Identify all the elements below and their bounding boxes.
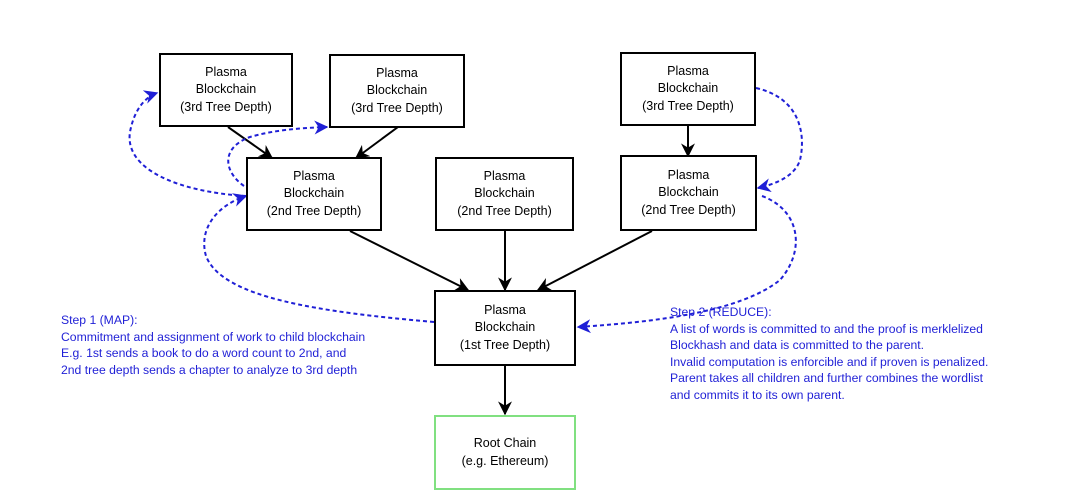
node-label-line: (2nd Tree Depth): [457, 203, 552, 218]
node-label-line: (e.g. Ethereum): [461, 453, 549, 468]
reduce-step-line: Blockhash and data is committed to the p…: [670, 338, 925, 353]
node-3rd-depth-right: Plasma Blockchain (3rd Tree Depth): [620, 52, 756, 126]
node-label-line: Blockchain: [366, 83, 428, 98]
node-2nd-depth-left: Plasma Blockchain (2nd Tree Depth): [246, 157, 382, 231]
flow-arrows: [128, 87, 803, 334]
node-label-line: (3rd Tree Depth): [642, 98, 734, 113]
node-label-line: (2nd Tree Depth): [641, 202, 736, 217]
node-label-line: Blockchain: [474, 320, 536, 335]
arrow-d2left-to-d1: [349, 230, 470, 291]
node-3rd-depth-left: Plasma Blockchain (3rd Tree Depth): [159, 53, 293, 127]
map-step-title: Step 1 (MAP):: [61, 313, 138, 327]
node-label-line: (1st Tree Depth): [459, 337, 551, 352]
node-label-line: (2nd Tree Depth): [266, 203, 362, 218]
node-label-line: Blockchain: [658, 185, 719, 200]
reduce-arrow-d3right-to-d2right: [755, 87, 803, 193]
map-step-line: 2nd tree depth sends a chapter to analyz…: [61, 362, 358, 377]
node-2nd-depth-middle: Plasma Blockchain (2nd Tree Depth): [435, 157, 574, 231]
map-step-note: Step 1 (MAP): Commitment and assignment …: [61, 312, 365, 378]
node-root-chain: Root Chain (e.g. Ethereum): [434, 415, 576, 490]
tree-arrows: [227, 126, 695, 416]
node-label-line: Plasma: [205, 65, 247, 80]
node-label-line: Plasma: [376, 66, 418, 81]
arrow-d3mid-to-d2left: [354, 126, 399, 159]
node-label-line: Blockchain: [474, 186, 535, 201]
map-step-line: E.g. 1st sends a book to do a word count…: [61, 346, 347, 361]
node-label-line: Plasma: [667, 64, 709, 79]
node-label-line: Root Chain: [473, 436, 537, 451]
node-label-line: (3rd Tree Depth): [180, 99, 272, 114]
node-label-line: Blockchain: [283, 186, 345, 201]
arrow-d2right-to-d1: [536, 230, 653, 291]
node-label-line: Plasma: [667, 168, 710, 183]
reduce-step-title: Step 2 (REDUCE):: [670, 305, 772, 319]
node-label-line: Plasma: [484, 303, 526, 318]
node-label-line: Blockchain: [195, 82, 257, 97]
map-arrow-d1-to-d2left: [203, 193, 435, 323]
map-arrow-d2left-to-d3left: [128, 90, 247, 197]
reduce-step-line: and commits it to its own parent.: [670, 387, 845, 402]
node-1st-depth: Plasma Blockchain (1st Tree Depth): [434, 290, 576, 366]
reduce-step-note: Step 2 (REDUCE): A list of words is comm…: [670, 304, 988, 404]
arrow-d3left-to-d2left: [227, 126, 274, 159]
reduce-step-line: Invalid computation is enforcible and if…: [670, 354, 989, 369]
reduce-step-line: A list of words is committed to and the …: [670, 321, 983, 336]
map-step-line: Commitment and assignment of work to chi…: [61, 329, 366, 344]
node-label-line: (3rd Tree Depth): [351, 100, 443, 115]
node-2nd-depth-right: Plasma Blockchain (2nd Tree Depth): [620, 155, 757, 231]
reduce-step-line: Parent takes all children and further co…: [670, 371, 983, 386]
map-arrow-d2left-to-d3mid: [227, 120, 329, 187]
node-3rd-depth-middle: Plasma Blockchain (3rd Tree Depth): [329, 54, 465, 128]
reduce-arrow-d2right-to-d1: [576, 195, 797, 334]
node-label-line: Blockchain: [657, 81, 719, 96]
node-label-line: Plasma: [483, 169, 526, 184]
node-label-line: Plasma: [293, 169, 335, 184]
